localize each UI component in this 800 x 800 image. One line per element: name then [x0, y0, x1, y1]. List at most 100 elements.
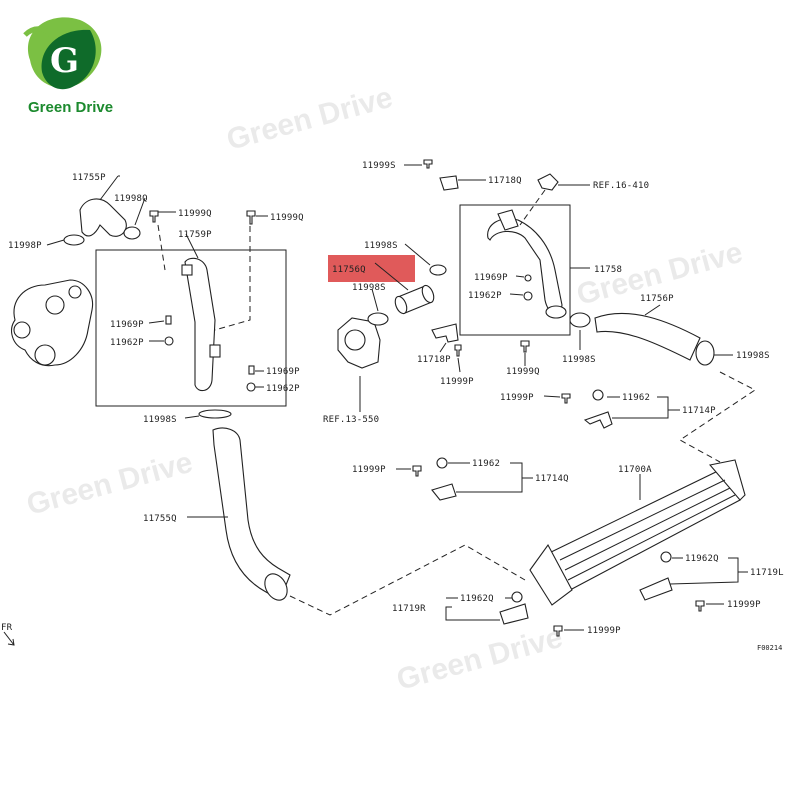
callout-11999p: 11999P — [440, 377, 474, 387]
grommet-11969p — [165, 315, 172, 325]
hose-11756p — [594, 312, 701, 361]
clamp-11998s — [429, 264, 447, 276]
logo-letter: G — [50, 41, 79, 81]
routing-line — [289, 544, 526, 616]
watermark: Green Drive — [223, 81, 396, 157]
bracket-11714q — [431, 483, 457, 501]
bolt-11999q — [246, 210, 256, 225]
bracket-11719l — [639, 577, 673, 601]
callout-11999q: 11999Q — [506, 367, 540, 377]
bolt-11999p — [454, 344, 462, 357]
bolt-11999s — [423, 159, 433, 169]
callout-11962p: 11962P — [110, 338, 144, 348]
callout-11700a: 11700A — [618, 465, 652, 475]
callout-11962: 11962 — [622, 393, 650, 403]
intercooler-11700a — [529, 459, 746, 606]
hose-11755p — [79, 198, 127, 237]
clamp-11998s — [367, 312, 389, 326]
front-label: FR — [1, 623, 13, 633]
callout-11999p: 11999P — [352, 465, 386, 475]
callout-ref-16-410: REF.16-410 — [593, 181, 649, 191]
callout-11998s: 11998S — [562, 355, 596, 365]
callout-11719l: 11719L — [750, 568, 784, 578]
pipe-11759p — [184, 257, 216, 392]
watermark: Green Drive — [23, 446, 196, 522]
nut-11962q — [660, 551, 672, 563]
routing-line — [679, 371, 756, 463]
callout-11962q: 11962Q — [460, 594, 494, 604]
nut-11962q — [511, 591, 523, 603]
detail-box-11758 — [459, 204, 571, 336]
bracket-11714p — [583, 411, 613, 429]
pipe-11755q — [212, 427, 291, 601]
throttle-body-part — [337, 317, 381, 369]
nut-11962 — [436, 457, 448, 469]
callout-11714q: 11714Q — [535, 474, 569, 484]
pipe-11755q-end — [264, 573, 288, 601]
pipe-bracket — [209, 344, 221, 358]
callout-ref-13-550: REF.13-550 — [323, 415, 379, 425]
callout-11962: 11962 — [472, 459, 500, 469]
front-arrow-head — [7, 638, 15, 646]
bolt-11999p — [412, 465, 422, 477]
nut-11962p — [164, 336, 174, 346]
callout-11998q: 11998Q — [114, 194, 148, 204]
bolt-11999q — [149, 210, 159, 223]
grommet-11969p — [248, 365, 255, 375]
nut-11962p — [523, 291, 533, 301]
nut-11962p — [246, 382, 256, 392]
bolt-11999q — [520, 340, 530, 353]
callout-11962q: 11962Q — [685, 554, 719, 564]
bolt-11999p — [561, 393, 571, 404]
green-drive-logo: G Green Drive — [23, 17, 113, 116]
sensor-ref-16-410 — [537, 173, 559, 191]
connector-11718q — [439, 175, 459, 191]
callout-11962p: 11962P — [266, 384, 300, 394]
clamp-11998q — [123, 226, 141, 240]
figure-code: F00214 — [757, 644, 782, 652]
pipe-11758 — [487, 209, 567, 319]
callout-11998s: 11998S — [352, 283, 386, 293]
callout-11756q: 11756Q — [332, 265, 366, 275]
callout-11755q: 11755Q — [143, 514, 177, 524]
grommet-11969p — [524, 274, 532, 282]
callout-11998s: 11998S — [736, 351, 770, 361]
callout-11755p: 11755P — [72, 173, 106, 183]
pipe-bracket — [181, 264, 193, 276]
callout-11714p: 11714P — [682, 406, 716, 416]
bolt-11999p — [695, 600, 705, 612]
routing-line — [157, 224, 166, 271]
callout-11999p: 11999P — [587, 626, 621, 636]
callout-11719r: 11719R — [392, 604, 426, 614]
routing-line — [214, 226, 251, 331]
clamp-11998s — [198, 409, 232, 419]
hose-11756q — [394, 284, 435, 315]
watermark: Green Drive — [393, 621, 566, 697]
clamp-11998p — [63, 234, 85, 246]
leader-lines — [46, 164, 748, 631]
callout-11758: 11758 — [594, 265, 622, 275]
callout-11718p: 11718P — [417, 355, 451, 365]
callout-11999s: 11999S — [362, 161, 396, 171]
callout-11718q: 11718Q — [488, 176, 522, 186]
callout-11759p: 11759P — [178, 230, 212, 240]
callout-11999q: 11999Q — [270, 213, 304, 223]
nut-11962 — [592, 389, 604, 401]
bracket-11719r — [499, 603, 529, 625]
callout-11969p: 11969P — [110, 320, 144, 330]
callout-11999q: 11999Q — [178, 209, 212, 219]
callout-11999p: 11999P — [500, 393, 534, 403]
front-arrow — [3, 631, 15, 646]
callout-11969p: 11969P — [474, 273, 508, 283]
callout-11962p: 11962P — [468, 291, 502, 301]
callout-11998s: 11998S — [143, 415, 177, 425]
callout-11998s: 11998S — [364, 241, 398, 251]
callout-11999p: 11999P — [727, 600, 761, 610]
routing-line — [519, 189, 546, 226]
bracket-11718p — [431, 323, 459, 343]
turbocharger-part — [11, 279, 94, 367]
clamp-11998s — [695, 340, 715, 366]
callout-11969p: 11969P — [266, 367, 300, 377]
